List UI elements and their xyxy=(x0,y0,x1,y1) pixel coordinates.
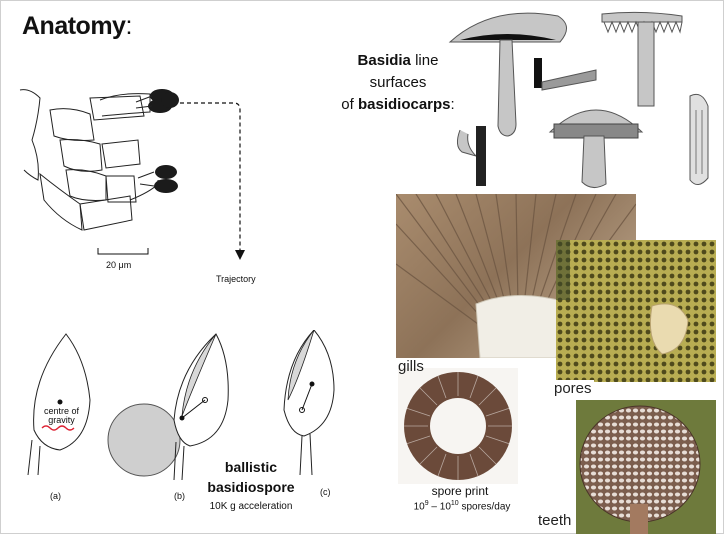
basidia-drawing xyxy=(19,89,245,260)
pores-photo xyxy=(556,240,716,382)
trajectory-label: Trajectory xyxy=(216,274,256,284)
spore-diagrams xyxy=(27,330,335,481)
gills-label: gills xyxy=(398,358,424,375)
teeth-label: teeth xyxy=(536,512,574,529)
spore-print-photo xyxy=(398,368,518,484)
basidiocarp-silhouettes xyxy=(448,11,709,188)
spore-print-label: spore print xyxy=(431,484,489,498)
pores-label: pores xyxy=(552,380,594,397)
spore-rate-label: 109 – 1010 spores/day xyxy=(413,500,511,513)
slide-title: Anatomy: xyxy=(22,12,132,40)
panel-a-label: (a) xyxy=(50,491,61,501)
basidia-caption: Basidia line surfaces of basidiocarps: xyxy=(341,52,455,113)
panel-c-label: (c) xyxy=(320,487,331,497)
teeth-photo xyxy=(576,400,716,534)
panel-b-label: (b) xyxy=(174,491,185,501)
scale-label: 20 μm xyxy=(106,260,132,270)
acceleration-label: 10K g acceleration xyxy=(209,501,293,512)
